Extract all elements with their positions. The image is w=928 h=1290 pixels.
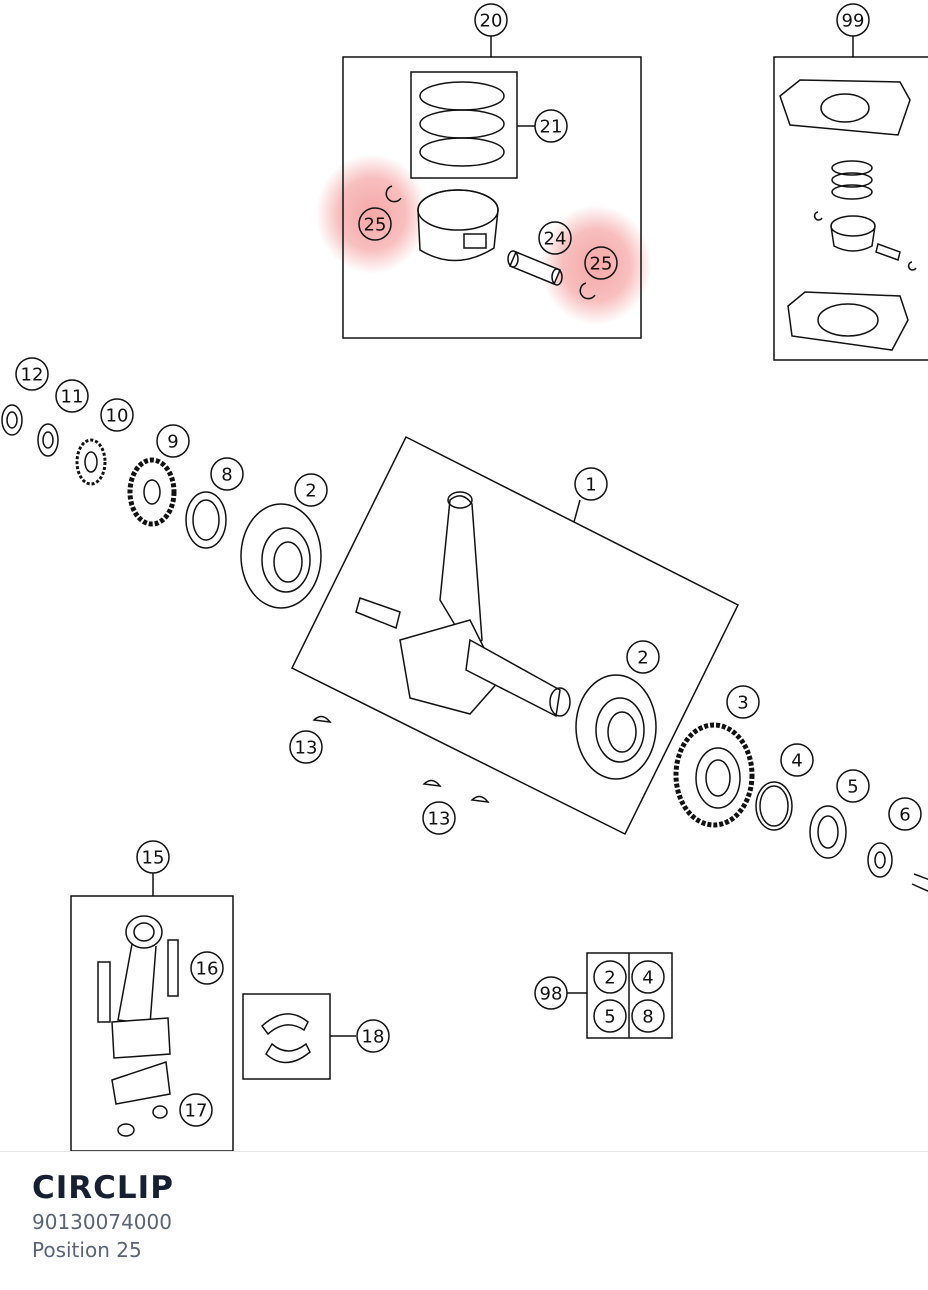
part-position: Position 25 xyxy=(32,1238,142,1262)
bearing-shells-box xyxy=(242,993,331,1080)
callout-15[interactable]: 15 xyxy=(142,848,165,869)
callout-13-right[interactable]: 13 xyxy=(428,809,451,830)
gear-icon xyxy=(127,457,177,527)
circlip-icon[interactable] xyxy=(385,185,402,203)
exploded-parts-diagram: 20 99 21 25 24 25 12 11 10 9 8 2 1 2 3 4… xyxy=(1,3,928,1152)
callout-25-right[interactable]: 25 xyxy=(590,254,613,275)
woodruff-key-icon xyxy=(312,715,332,723)
gear-large-icon xyxy=(673,722,755,828)
callout-13-left[interactable]: 13 xyxy=(295,738,318,759)
washer-icon xyxy=(867,842,893,878)
callout-8[interactable]: 8 xyxy=(221,465,232,486)
callout-18[interactable]: 18 xyxy=(362,1027,385,1048)
part-name: CIRCLIP xyxy=(32,1170,174,1206)
callout-99[interactable]: 99 xyxy=(842,11,865,32)
woodruff-key-icon xyxy=(470,795,490,803)
callout-6[interactable]: 6 xyxy=(899,805,910,826)
callout-set-2[interactable]: 2 xyxy=(604,968,615,989)
crankshaft-box xyxy=(290,435,740,836)
callout-set-5[interactable]: 5 xyxy=(604,1007,615,1028)
o-ring-icon xyxy=(755,781,793,831)
piston-ring-icon xyxy=(419,109,505,139)
callout-20[interactable]: 20 xyxy=(480,11,503,32)
bearing-shell-icon xyxy=(260,1013,311,1064)
callout-17[interactable]: 17 xyxy=(185,1101,208,1122)
gear-small-icon xyxy=(75,438,107,486)
callout-11[interactable]: 11 xyxy=(61,387,84,408)
callout-2-right[interactable]: 2 xyxy=(637,648,648,669)
callout-12[interactable]: 12 xyxy=(21,365,44,386)
woodruff-key-icon xyxy=(422,779,442,787)
piston-ring-icon xyxy=(419,81,505,111)
callout-2-left[interactable]: 2 xyxy=(305,481,316,502)
footer-divider xyxy=(0,1151,928,1152)
nut-icon xyxy=(1,404,23,436)
washer-icon xyxy=(37,423,59,457)
callout-24[interactable]: 24 xyxy=(544,229,567,250)
highlight-position-25-right[interactable] xyxy=(540,205,652,325)
part-number: 90130074000 xyxy=(32,1210,172,1234)
piston-icon xyxy=(417,189,499,262)
slotted-nut-icon xyxy=(809,805,847,859)
callout-1[interactable]: 1 xyxy=(585,475,596,496)
piston-pin-icon xyxy=(507,250,563,286)
highlight-position-25-left[interactable] xyxy=(316,154,428,274)
pin-icon xyxy=(911,873,928,892)
connecting-rod-icon xyxy=(97,915,179,1137)
bearing-icon xyxy=(575,674,657,780)
circlip-icon[interactable] xyxy=(579,282,596,300)
piston-ring-icon xyxy=(419,137,505,167)
gasket-kit-icon xyxy=(779,79,917,351)
callout-3[interactable]: 3 xyxy=(737,693,748,714)
piston-kit-box xyxy=(342,56,642,339)
callout-98[interactable]: 98 xyxy=(540,984,563,1005)
gasket-kit-box xyxy=(773,56,928,361)
callout-set-4[interactable]: 4 xyxy=(642,968,653,989)
callout-21[interactable]: 21 xyxy=(540,117,563,138)
callout-16[interactable]: 16 xyxy=(196,959,219,980)
callout-5[interactable]: 5 xyxy=(847,777,858,798)
callout-set-8[interactable]: 8 xyxy=(642,1007,653,1028)
callout-9[interactable]: 9 xyxy=(167,432,178,453)
crankshaft-icon xyxy=(355,491,571,718)
part-info-panel: CIRCLIP 90130074000 Position 25 xyxy=(0,1152,928,1290)
piston-rings-box xyxy=(410,71,518,179)
seal-ring-icon xyxy=(185,491,227,549)
callout-25-left[interactable]: 25 xyxy=(364,215,387,236)
bearing-icon xyxy=(240,503,322,609)
callout-10[interactable]: 10 xyxy=(106,406,129,427)
callout-4[interactable]: 4 xyxy=(791,751,802,772)
